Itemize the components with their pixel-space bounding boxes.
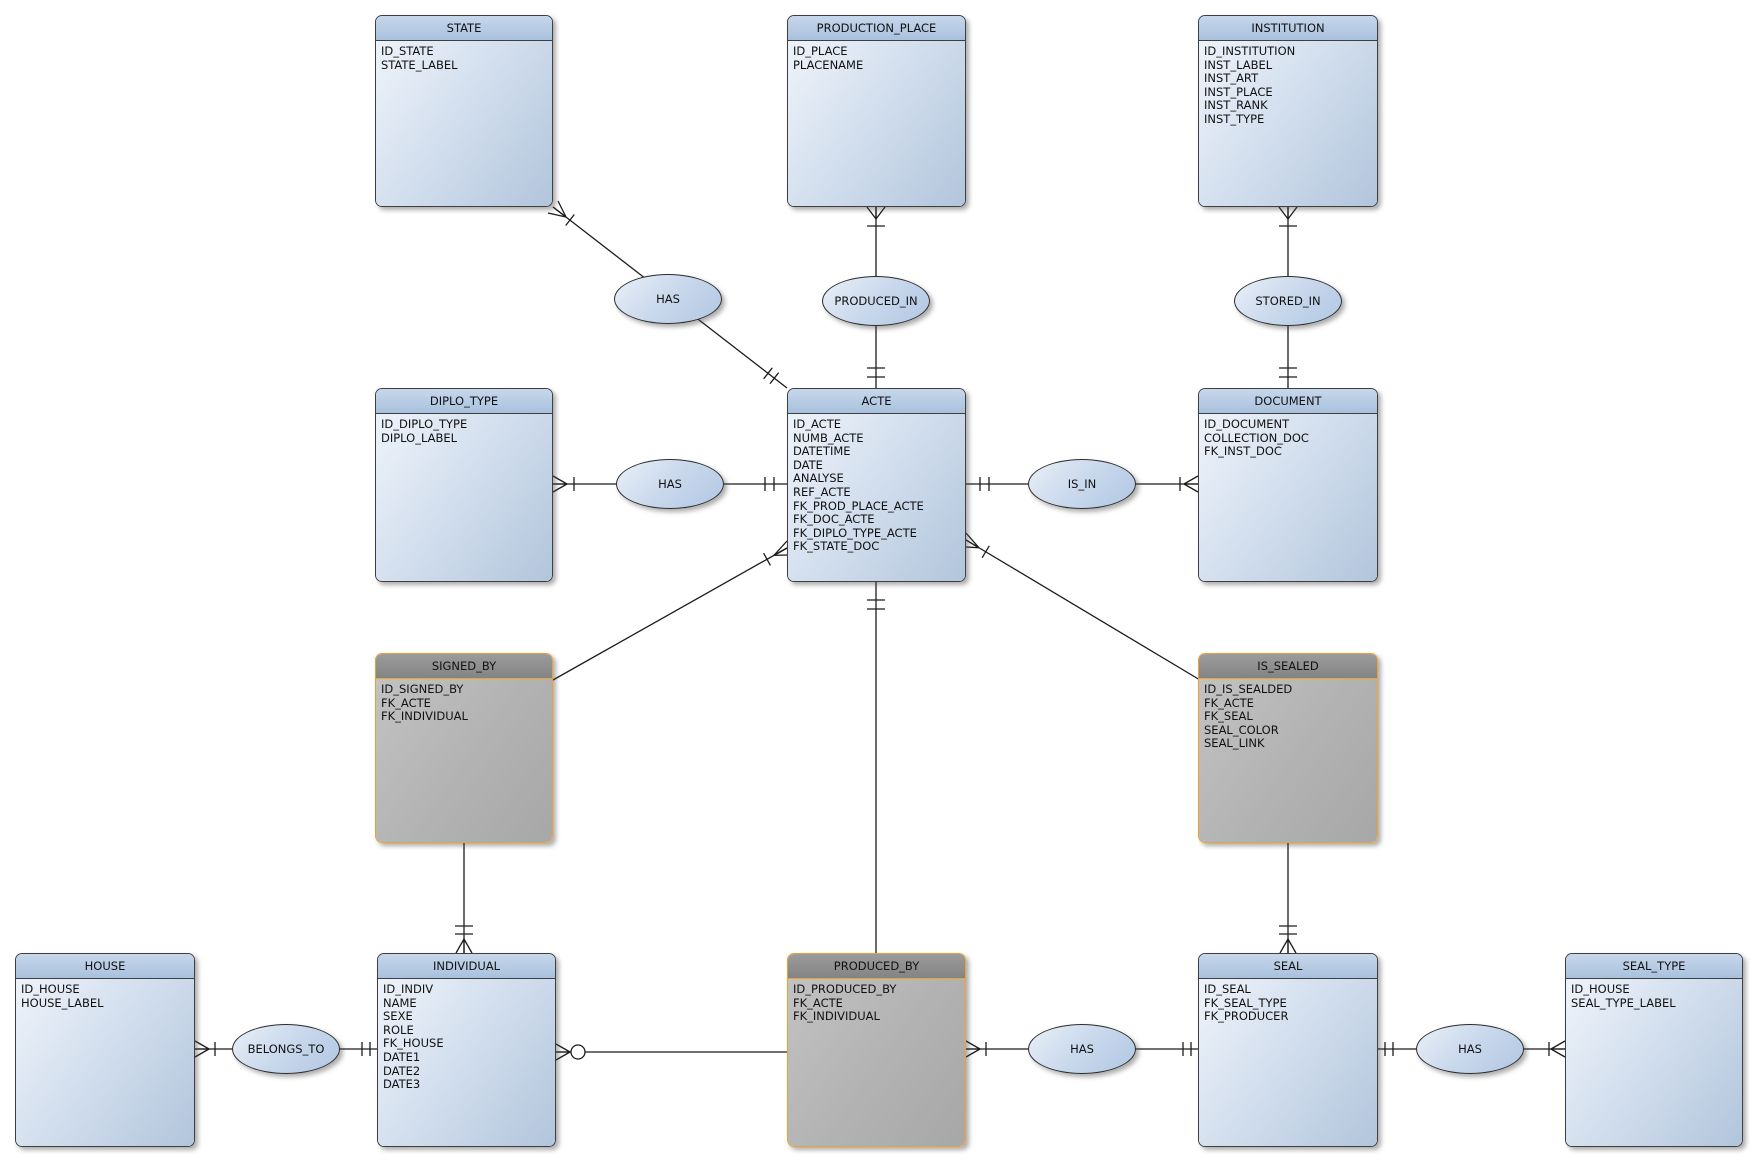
- entity-individual-title: INDIVIDUAL: [378, 954, 555, 979]
- entity-production-place-fields: ID_PLACE PLACENAME: [788, 41, 965, 206]
- entity-production-place[interactable]: PRODUCTION_PLACE ID_PLACE PLACENAME: [787, 15, 966, 207]
- entity-is-sealed[interactable]: IS_SEALED ID_IS_SEALDED FK_ACTE FK_SEAL …: [1198, 653, 1378, 843]
- entity-acte[interactable]: ACTE ID_ACTE NUMB_ACTE DATETIME DATE ANA…: [787, 388, 966, 582]
- entity-produced-by-fields: ID_PRODUCED_BY FK_ACTE FK_INDIVIDUAL: [788, 979, 965, 1146]
- relation-label: STORED_IN: [1255, 294, 1321, 308]
- entity-seal[interactable]: SEAL ID_SEAL FK_SEAL_TYPE FK_PRODUCER: [1198, 953, 1378, 1147]
- entity-house-fields: ID_HOUSE HOUSE_LABEL: [16, 979, 194, 1146]
- relation-has-producedby-seal[interactable]: HAS: [1028, 1024, 1136, 1074]
- entity-institution-fields: ID_INSTITUTION INST_LABEL INST_ART INST_…: [1199, 41, 1377, 206]
- entity-production-place-title: PRODUCTION_PLACE: [788, 16, 965, 41]
- relation-label: HAS: [658, 477, 682, 491]
- entity-produced-by[interactable]: PRODUCED_BY ID_PRODUCED_BY FK_ACTE FK_IN…: [787, 953, 966, 1147]
- entity-signed-by-fields: ID_SIGNED_BY FK_ACTE FK_INDIVIDUAL: [376, 679, 552, 842]
- entity-individual[interactable]: INDIVIDUAL ID_INDIV NAME SEXE ROLE FK_HO…: [377, 953, 556, 1147]
- connector-individual-producedby: [555, 1043, 787, 1061]
- entity-is-sealed-title: IS_SEALED: [1199, 654, 1377, 679]
- entity-individual-fields: ID_INDIV NAME SEXE ROLE FK_HOUSE DATE1 D…: [378, 979, 555, 1146]
- relation-label: HAS: [1070, 1042, 1094, 1056]
- relation-is-in[interactable]: IS_IN: [1028, 459, 1136, 509]
- relation-has-state-acte[interactable]: HAS: [614, 274, 722, 324]
- relation-label: BELONGS_TO: [247, 1042, 325, 1056]
- entity-acte-fields: ID_ACTE NUMB_ACTE DATETIME DATE ANALYSE …: [788, 414, 965, 581]
- entity-signed-by[interactable]: SIGNED_BY ID_SIGNED_BY FK_ACTE FK_INDIVI…: [375, 653, 553, 843]
- entity-diplo-type-fields: ID_DIPLO_TYPE DIPLO_LABEL: [376, 414, 552, 581]
- entity-state-fields: ID_STATE STATE_LABEL: [376, 41, 552, 206]
- relation-belongs-to[interactable]: BELONGS_TO: [232, 1024, 340, 1074]
- entity-signed-by-title: SIGNED_BY: [376, 654, 552, 679]
- relation-label: PRODUCED_IN: [834, 294, 918, 308]
- entity-institution-title: INSTITUTION: [1199, 16, 1377, 41]
- connector-acte-producedby: [867, 582, 885, 953]
- connector-acte-issealed: [965, 532, 1201, 681]
- relation-label: HAS: [1458, 1042, 1482, 1056]
- entity-document-title: DOCUMENT: [1199, 389, 1377, 414]
- entity-state-title: STATE: [376, 16, 552, 41]
- entity-diplo-type-title: DIPLO_TYPE: [376, 389, 552, 414]
- entity-house[interactable]: HOUSE ID_HOUSE HOUSE_LABEL: [15, 953, 195, 1147]
- connector-issealed-seal: [1279, 843, 1297, 954]
- entity-produced-by-title: PRODUCED_BY: [788, 954, 965, 979]
- relation-produced-in[interactable]: PRODUCED_IN: [822, 276, 930, 326]
- entity-institution[interactable]: INSTITUTION ID_INSTITUTION INST_LABEL IN…: [1198, 15, 1378, 207]
- relation-has-seal-sealtype[interactable]: HAS: [1416, 1024, 1524, 1074]
- entity-seal-fields: ID_SEAL FK_SEAL_TYPE FK_PRODUCER: [1199, 979, 1377, 1146]
- relation-label: IS_IN: [1067, 477, 1097, 491]
- entity-document-fields: ID_DOCUMENT COLLECTION_DOC FK_INST_DOC: [1199, 414, 1377, 581]
- entity-seal-type-title: SEAL_TYPE: [1566, 954, 1742, 979]
- relation-label: HAS: [656, 292, 680, 306]
- relation-stored-in[interactable]: STORED_IN: [1234, 276, 1342, 326]
- entity-diplo-type[interactable]: DIPLO_TYPE ID_DIPLO_TYPE DIPLO_LABEL: [375, 388, 553, 582]
- connector-signedby-individual: [455, 843, 473, 954]
- relation-has-diplo-acte[interactable]: HAS: [616, 459, 724, 509]
- connector-acte-signedby: [552, 540, 788, 681]
- entity-state[interactable]: STATE ID_STATE STATE_LABEL: [375, 15, 553, 207]
- entity-seal-type[interactable]: SEAL_TYPE ID_HOUSE SEAL_TYPE_LABEL: [1565, 953, 1743, 1147]
- entity-house-title: HOUSE: [16, 954, 194, 979]
- entity-seal-title: SEAL: [1199, 954, 1377, 979]
- entity-is-sealed-fields: ID_IS_SEALDED FK_ACTE FK_SEAL SEAL_COLOR…: [1199, 679, 1377, 842]
- entity-acte-title: ACTE: [788, 389, 965, 414]
- entity-document[interactable]: DOCUMENT ID_DOCUMENT COLLECTION_DOC FK_I…: [1198, 388, 1378, 582]
- entity-seal-type-fields: ID_HOUSE SEAL_TYPE_LABEL: [1566, 979, 1742, 1146]
